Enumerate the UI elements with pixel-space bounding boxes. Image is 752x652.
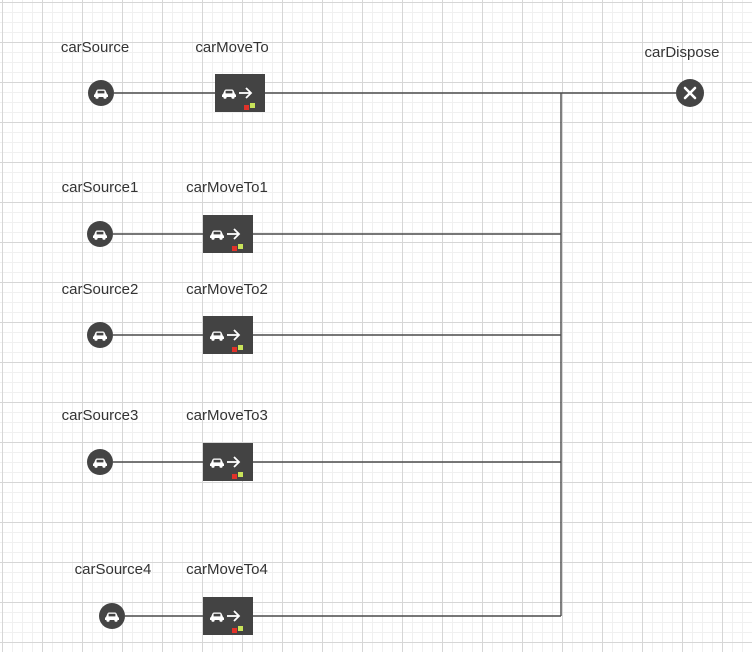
status-green-indicator [238,472,243,477]
dispose-label: carDispose [644,44,720,61]
source-label: carSource [60,39,130,56]
car-icon [99,603,125,629]
car-moveto-block[interactable] [203,316,253,354]
moveto-label: carMoveTo4 [186,561,268,578]
car-moveto-block[interactable] [203,443,253,481]
car-source-block[interactable] [87,322,113,348]
status-green-indicator [238,244,243,249]
car-icon [87,322,113,348]
status-red-indicator [232,347,237,352]
car-source-block[interactable] [88,80,114,106]
car-moveto-block[interactable] [203,215,253,253]
status-red-indicator [244,105,249,110]
status-green-indicator [238,626,243,631]
close-x-icon [676,79,704,107]
status-red-indicator [232,246,237,251]
source-label: carSource4 [74,561,152,578]
car-source-block[interactable] [87,221,113,247]
car-dispose-block[interactable] [676,79,704,107]
car-source-block[interactable] [87,449,113,475]
moveto-label: carMoveTo2 [186,281,268,298]
source-label: carSource1 [61,179,139,196]
source-label: carSource3 [61,407,139,424]
moveto-label: carMoveTo [195,39,269,56]
car-moveto-block[interactable] [203,597,253,635]
car-icon [87,449,113,475]
car-icon [87,221,113,247]
moveto-label: carMoveTo3 [186,407,268,424]
status-green-indicator [250,103,255,108]
car-moveto-block[interactable] [215,74,265,112]
car-icon [88,80,114,106]
status-red-indicator [232,628,237,633]
status-green-indicator [238,345,243,350]
car-source-block[interactable] [99,603,125,629]
status-red-indicator [232,474,237,479]
source-label: carSource2 [61,281,139,298]
moveto-label: carMoveTo1 [186,179,268,196]
